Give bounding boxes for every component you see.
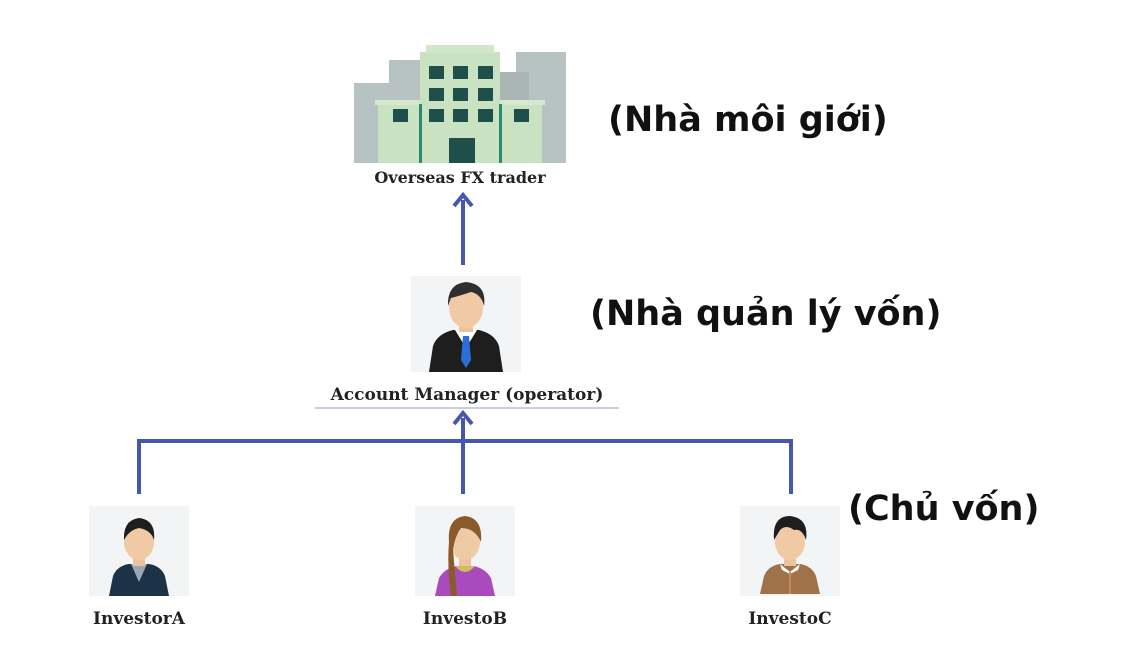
building-icon: [354, 45, 566, 163]
male-investor-icon: [760, 516, 820, 594]
manager-caption: Account Manager (operator): [330, 385, 604, 405]
investor-b-caption: InvestoB: [422, 609, 508, 629]
female-investor-icon: [435, 516, 495, 596]
investor-c-avatar: [740, 506, 840, 596]
investor-a-caption: InvestorA: [93, 609, 185, 629]
broker-role-label: (Nhà môi giới): [608, 100, 888, 140]
broker-caption: Overseas FX trader: [374, 168, 546, 187]
investors-to-manager-arrowhead: [452, 409, 474, 426]
male-investor-icon: [109, 518, 169, 596]
manager-role-label: (Nhà quản lý vốn): [590, 294, 942, 334]
manager-avatar: [411, 276, 521, 372]
businessman-icon: [429, 282, 503, 372]
manager-to-broker-arrowhead: [452, 191, 474, 208]
investor-c-caption: InvestoC: [748, 609, 832, 629]
investor-a-avatar: [89, 506, 189, 596]
investor-b-avatar: [415, 506, 515, 596]
investors-role-label: (Chủ vốn): [848, 489, 1040, 529]
